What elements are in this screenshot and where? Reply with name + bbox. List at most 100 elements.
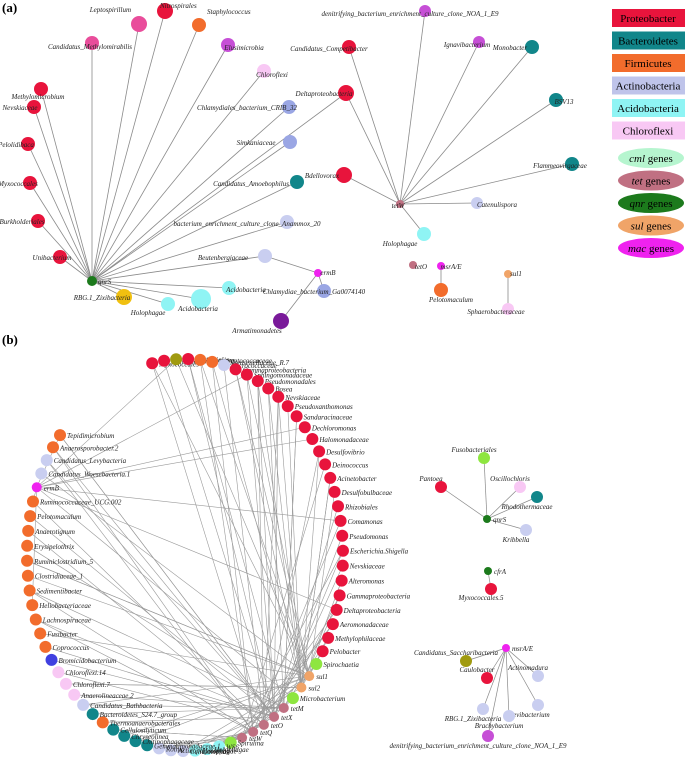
b-cluster-edge (440, 486, 488, 520)
a-node-mark-pelolidibaca (21, 137, 35, 151)
b-node-methylophilaceae-29: Methylophilaceae (322, 631, 385, 644)
a-node-label-nitrospirales: Nitrospirales (159, 2, 197, 10)
b-node-label: Pelotomaculum (36, 513, 81, 521)
gene-legend-swatch (618, 193, 684, 213)
b-node-label: Gemmatimonadaceae.1 (154, 742, 220, 750)
b-node-sedimentibacter-62: Sedimentibacter (23, 584, 82, 597)
b-node-ws6-41: WS6 (212, 740, 239, 753)
a-edge-qnrs-bact-anammox (91, 221, 288, 282)
b-edge (74, 694, 284, 709)
b-edge (52, 447, 254, 732)
b-node-label: Micrococcaceae (230, 362, 277, 370)
b-node-label: Fusibacter (46, 630, 78, 638)
a-node-pelolidibaca: Pelolidibaca (0, 137, 35, 151)
a-node-label-elusimicrobia: Elusimicrobia (223, 44, 264, 52)
a-edge-tetw-a-ignavibacterium (399, 41, 480, 205)
b-node-mark (201, 743, 214, 756)
b-edge (26, 560, 310, 677)
b-edge (235, 369, 310, 677)
b-cluster-leaf-mark (435, 481, 447, 493)
a-node-label-tetw-a: tetW (392, 202, 406, 210)
b-node-mark (237, 732, 248, 743)
b-node-mark (240, 368, 253, 381)
b-node-label: Microbacterium (299, 695, 345, 703)
b-node-mark (258, 719, 269, 730)
b-node-label: Spirulina (238, 740, 265, 748)
gene-legend-item-tet: tet genes (618, 170, 684, 191)
b-node-label: Cellulosilyticum (120, 727, 166, 735)
b-node-label: Lachnospiraceae (42, 616, 91, 624)
b-node-cellulosilyticum-50: Cellulosilyticum (107, 723, 166, 736)
b-cluster-hub-label: msrA/E (512, 645, 534, 653)
a-node-bsv13: BSV13 (549, 93, 574, 107)
b-node-mark (336, 544, 349, 557)
b-cluster-leaf-mark (482, 730, 494, 742)
b-node-christensenellaceae-r-7-5: Christensenellaceae_R.7 (206, 355, 289, 368)
phylum-legend-label: Acidobacteria (617, 103, 679, 115)
b-cluster-leaf-label: denitrifying_bacterium_enrichment_cultur… (389, 742, 567, 750)
a-edge-qnrs-nitrospirales (91, 10, 166, 282)
b-cluster-leaf-mark (460, 655, 472, 667)
b-node-mark (21, 554, 34, 567)
a-node-ermb: ermB (314, 269, 336, 277)
a-node-label-pelolidibaca: Pelolidibaca (0, 141, 34, 149)
a-edge-qnrs-nevskiaceae (33, 106, 93, 282)
b-edge (283, 416, 297, 708)
b-node-mark (298, 421, 311, 434)
a-edge-ermb-beutenbergiaceae (264, 255, 319, 274)
a-node-mark-cand-competibacter (342, 40, 356, 54)
a-node-mark-sul1-a (504, 270, 512, 278)
b-node-label: Anaerolineaceae.2 (80, 692, 134, 700)
a-node-label-acidobacteria-a1: Acidobacteria (225, 286, 266, 294)
a-node-label-staphylococcus: Staphylococcus (207, 8, 251, 16)
b-edge (124, 675, 310, 737)
b-cluster-edge (482, 647, 507, 710)
a-node-acidobacteria-a2: Acidobacteria (177, 289, 218, 313)
b-node-label: Tepidimicrobium (67, 432, 114, 440)
b-node-mark (262, 382, 275, 395)
a-edge-tetw-a-denit-a (399, 10, 426, 205)
b-edge (263, 396, 279, 725)
b-cluster-edge (486, 518, 527, 531)
gene-legend-item-mac: mac genes (618, 238, 684, 258)
b-cluster-leaf-mark (514, 481, 526, 493)
b-node-mark (129, 735, 142, 748)
b-edge (218, 675, 310, 747)
a-edge-qnrs-elusimicrobia (91, 44, 229, 282)
b-edge (35, 619, 254, 733)
a-node-mark-simkaniaceae (283, 135, 297, 149)
b-node-label: tetO (271, 722, 283, 730)
a-node-mark-beutenbergiaceae (258, 249, 272, 263)
b-node-pseudomonadales-9: Pseudomonadales (251, 375, 316, 388)
a-node-mark-chlamydiales-crib (282, 100, 296, 114)
gene-legend-swatch (618, 148, 684, 168)
b-node-mark (141, 739, 154, 752)
b-edge (273, 565, 344, 717)
a-node-mark-denit-a (419, 5, 431, 17)
b-edge (51, 659, 275, 718)
a-node-qnrs: qnrS (87, 276, 112, 286)
a-node-mark-elusimicrobia (221, 38, 235, 52)
b-edge (83, 675, 310, 706)
b-node-anaerotignum-66: Anaerotignum (22, 524, 75, 537)
b-node-mark (39, 640, 52, 653)
a-node-label-denit-a: denitrifying_bacterium_enrichment_cultur… (321, 10, 499, 18)
b-node-label: Gammaproteobacteria (347, 592, 411, 600)
b-edge (263, 451, 320, 725)
b-node-mark (146, 357, 159, 370)
b-edge (187, 358, 285, 709)
b-node-heliobacteriaceae-61: Heliobacteriaceae (26, 599, 91, 612)
b-node-clostridiaceae-1-63: Clostridiaceae_1 (21, 569, 83, 582)
b-node-label: Pseudomonas (348, 533, 388, 541)
b-cluster-edge (505, 647, 510, 717)
b-edge (32, 501, 265, 726)
a-node-mark-bact-anammox (280, 215, 294, 229)
b-cluster-edge (505, 647, 539, 677)
b-node-sphingomonadaceae-8: Sphingomonadaceae (240, 368, 312, 381)
b-cluster-edge (505, 647, 539, 706)
b-edge (92, 707, 284, 715)
phylum-legend-item-actinobacteria: Actinobacteria (612, 76, 685, 95)
